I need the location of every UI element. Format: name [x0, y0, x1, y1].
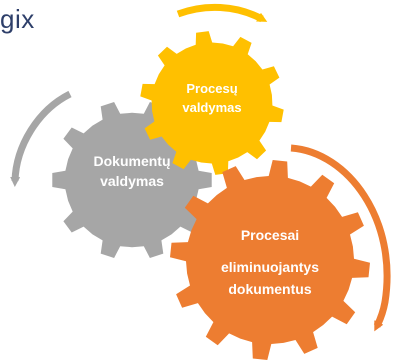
- gear-label-documents-line-1: Dokumentų: [94, 153, 171, 169]
- gear-label-elimination-line-3: dokumentus: [228, 281, 311, 297]
- left-cycle-arrow: [10, 90, 72, 187]
- logo: gix: [0, 4, 35, 34]
- gear-elimination: [170, 160, 370, 360]
- gear-label-processes-line-2: valdymas: [182, 100, 241, 115]
- right-cycle-arrow: [290, 144, 391, 332]
- top-cycle-arrow: [176, 3, 268, 23]
- gear-label-processes-line-1: Procesų: [186, 81, 237, 96]
- gear-processes: [140, 31, 284, 175]
- gear-label-elimination-line-1: Procesai: [241, 227, 299, 243]
- gear-label-elimination-line-2: eliminuojantys: [221, 259, 319, 275]
- gear-label-documents-line-2: valdymas: [100, 173, 164, 189]
